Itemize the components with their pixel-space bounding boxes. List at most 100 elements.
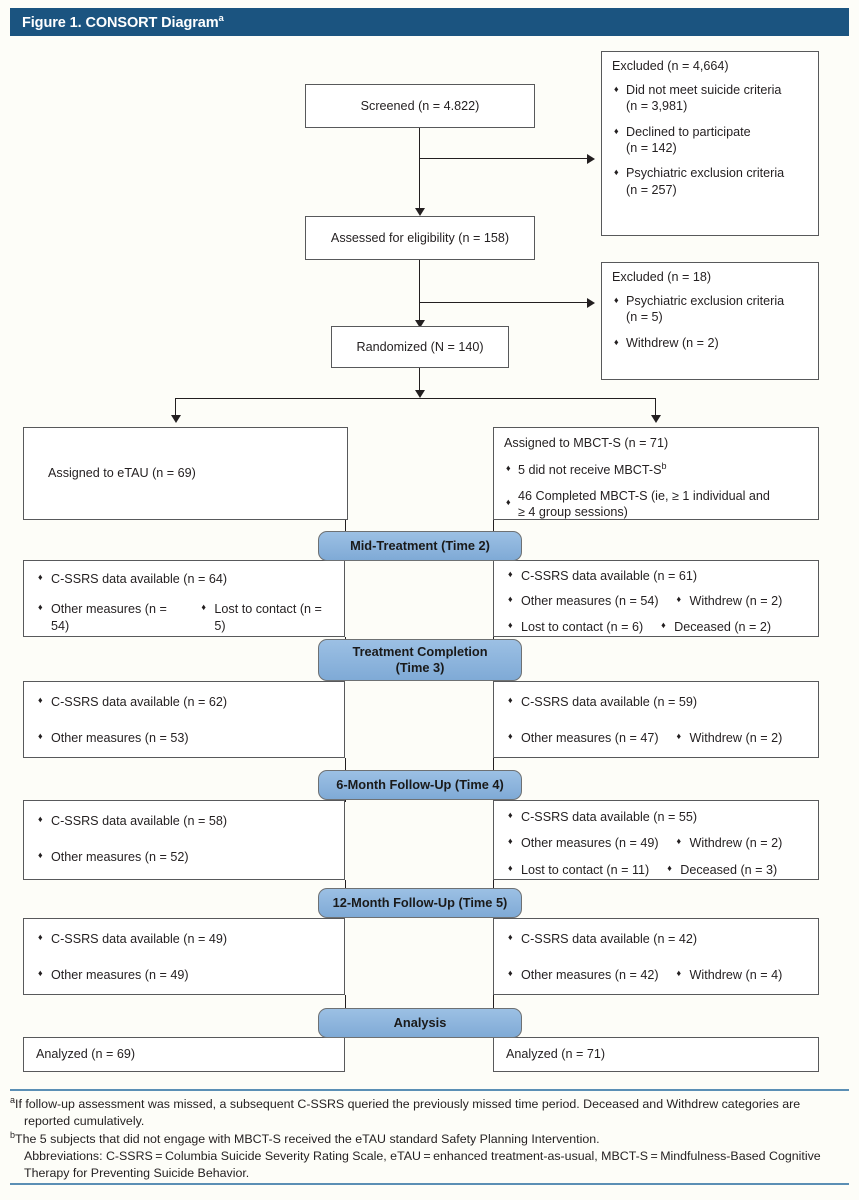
time2-right-line: ♦Other measures (n = 54) ♦Withdrew (n = … [506,593,806,609]
time5-right-line: ♦C-SSRS data available (n = 42) [506,931,806,947]
arrow-to-excluded-2 [587,298,595,308]
footnote-a-text: If follow-up assessment was missed, a su… [15,1097,801,1128]
box-assigned-etau: Assigned to eTAU (n = 69) [23,427,348,520]
excluded-2-list: Excluded (n = 18) ♦Psychiatric exclusion… [602,263,818,355]
box-analysis-right: Analyzed (n = 71) [493,1037,819,1072]
footnote-abbreviations-text: Abbreviations: C-SSRS = Columbia Suicide… [24,1149,821,1180]
diamond-bullet-icon: ♦ [38,814,43,824]
footnote-b-text: The 5 subjects that did not engage with … [15,1132,600,1146]
footnote-b-marker: b [10,1129,16,1140]
analysis-right-label: Analyzed (n = 71) [506,1047,606,1062]
banner-6-month-followup-label: 6-Month Follow-Up (Time 4) [336,777,504,792]
time4-right-text: Withdrew (n = 2) [689,836,783,851]
time2-left-text: Lost to contact (n = 5) [214,602,322,633]
time4-right-item: ♦Withdrew (n = 2) [675,835,783,851]
time5-right-item: ♦Withdrew (n = 4) [675,967,783,983]
time4-left-content: ♦ C-SSRS data available (n = 58) ♦Other m… [24,801,344,866]
time3-right-text: C-SSRS data available (n = 59) [521,695,698,709]
footnote-rule-top [10,1089,849,1091]
diamond-bullet-icon: ♦ [614,295,619,305]
diamond-bullet-icon: ♦ [38,695,43,705]
time3-left-text: Other measures (n = 53) [51,731,189,746]
connector-screened-to-assessed [419,128,421,210]
assigned-mbcts-item-text: 46 Completed MBCT-S (ie, ≥ 1 individual … [518,488,770,519]
box-time4-right: ♦C-SSRS data available (n = 55) ♦Other m… [493,800,819,880]
time2-right-content: ♦C-SSRS data available (n = 61) ♦Other m… [494,561,818,635]
footnote-b: bThe 5 subjects that did not engage with… [10,1130,849,1148]
excluded-2-item-text: Psychiatric exclusion criteria (n = 5) [626,294,785,325]
box-analysis-left: Analyzed (n = 69) [23,1037,345,1072]
box-assessed-for-eligibility: Assessed for eligibility (n = 158) [305,216,535,260]
diamond-bullet-icon: ♦ [614,84,619,94]
diamond-bullet-icon: ♦ [38,932,43,942]
time2-left-item: ♦Other measures (n = 54) [36,601,183,634]
box-time5-left: ♦ C-SSRS data available (n = 49) ♦Other m… [23,918,345,995]
footnote-a-marker: a [10,1095,16,1105]
diamond-bullet-icon: ♦ [614,125,619,136]
time2-right-text: Lost to contact (n = 6) [521,619,644,634]
diamond-bullet-icon: ♦ [614,167,619,178]
diamond-bullet-icon: ♦ [38,850,43,861]
time5-left-line: ♦Other measures (n = 49) [36,967,332,983]
diamond-bullet-icon: ♦ [508,695,513,705]
banner-treatment-completion: Treatment Completion (Time 3) [318,639,522,681]
banner-mid-treatment: Mid-Treatment (Time 2) [318,531,522,561]
time2-right-text: Withdrew (n = 2) [689,594,783,609]
arrow-split-right [651,415,661,423]
diamond-bullet-icon: ♦ [508,932,513,942]
time3-left-line: ♦ Other measures (n = 53) [36,730,332,746]
box-time3-left: ♦ C-SSRS data available (n = 62) ♦ Other m… [23,681,345,758]
box-randomized: Randomized (N = 140) [331,326,509,368]
time4-left-line: ♦Other measures (n = 52) [36,849,332,865]
time5-right-line: ♦Other measures (n = 42) ♦Withdrew (n = … [506,967,806,983]
excluded-1-item: ♦Psychiatric exclusion criteria (n = 257… [612,165,808,198]
excluded-2-item: ♦Withdrew (n = 2) [612,335,808,351]
time5-left-line: ♦ C-SSRS data available (n = 49) [36,931,332,947]
time4-right-line: ♦C-SSRS data available (n = 55) [506,809,806,825]
diamond-bullet-icon: ♦ [508,569,513,579]
box-time3-right: ♦ C-SSRS data available (n = 59) ♦ Other m… [493,681,819,758]
time3-right-line: ♦ C-SSRS data available (n = 59) [506,694,806,710]
time2-left-content: ♦C-SSRS data available (n = 64) ♦Other m… [24,561,344,634]
time4-right-item: ♦Other measures (n = 49) [506,835,659,851]
diamond-bullet-icon: ♦ [676,594,682,605]
connector-randomized-down [419,368,421,396]
time2-right-item: ♦ Withdrew (n = 2) [675,593,783,609]
box-excluded-1: Excluded (n = 4,664) ♦Did not meet suici… [601,51,819,236]
time5-left-text: C-SSRS data available (n = 49) [51,932,228,946]
time4-right-line: ♦Other measures (n = 49) ♦Withdrew (n = … [506,835,806,851]
time5-right-text: Other measures (n = 42) [521,968,659,983]
assigned-etau-label: Assigned to eTAU (n = 69) [48,466,196,481]
diamond-bullet-icon: ♦ [38,602,43,613]
page-title-footnote-marker: a [218,13,224,25]
footnote-a: aIf follow-up assessment was missed, a s… [10,1095,849,1129]
box-time2-left: ♦C-SSRS data available (n = 64) ♦Other m… [23,560,345,637]
connector-assessed-to-randomized [419,260,421,326]
time5-left-content: ♦ C-SSRS data available (n = 49) ♦Other m… [24,919,344,984]
footnote-abbreviations: Abbreviations: C-SSRS = Columbia Suicide… [10,1148,849,1181]
diamond-bullet-icon: ♦ [614,336,619,347]
time4-right-content: ♦C-SSRS data available (n = 55) ♦Other m… [494,801,818,878]
time3-right-text: Other measures (n = 47) [521,731,659,746]
box-time5-right: ♦C-SSRS data available (n = 42) ♦Other m… [493,918,819,995]
footnotes: aIf follow-up assessment was missed, a s… [10,1095,849,1181]
box-time2-right: ♦C-SSRS data available (n = 61) ♦Other m… [493,560,819,637]
diamond-bullet-icon: ♦ [506,496,511,507]
connector-split-right [655,398,657,420]
time4-right-text: Deceased (n = 3) [680,862,778,877]
assigned-mbcts-item: ♦5 did not receive MBCT-Sb [504,461,808,479]
time5-right-item: ♦Other measures (n = 42) [506,967,659,983]
diamond-bullet-icon: ♦ [38,968,43,979]
excluded-1-heading: Excluded (n = 4,664) [612,59,729,73]
time2-left-line: ♦Other measures (n = 54) ♦ Lost to contac… [36,601,332,634]
analysis-left-label: Analyzed (n = 69) [36,1047,136,1062]
diamond-bullet-icon: ♦ [38,731,43,742]
time4-left-text: C-SSRS data available (n = 58) [51,814,228,828]
time5-right-content: ♦C-SSRS data available (n = 42) ♦Other m… [494,919,818,984]
banner-12-month-followup-label: 12-Month Follow-Up (Time 5) [332,895,508,910]
footnote-rule-bottom [10,1183,849,1185]
time3-left-text: C-SSRS data available (n = 62) [51,695,228,709]
box-time4-left: ♦ C-SSRS data available (n = 58) ♦Other m… [23,800,345,880]
diamond-bullet-icon: ♦ [508,862,513,873]
time3-right-text: Withdrew (n = 2) [689,731,783,746]
